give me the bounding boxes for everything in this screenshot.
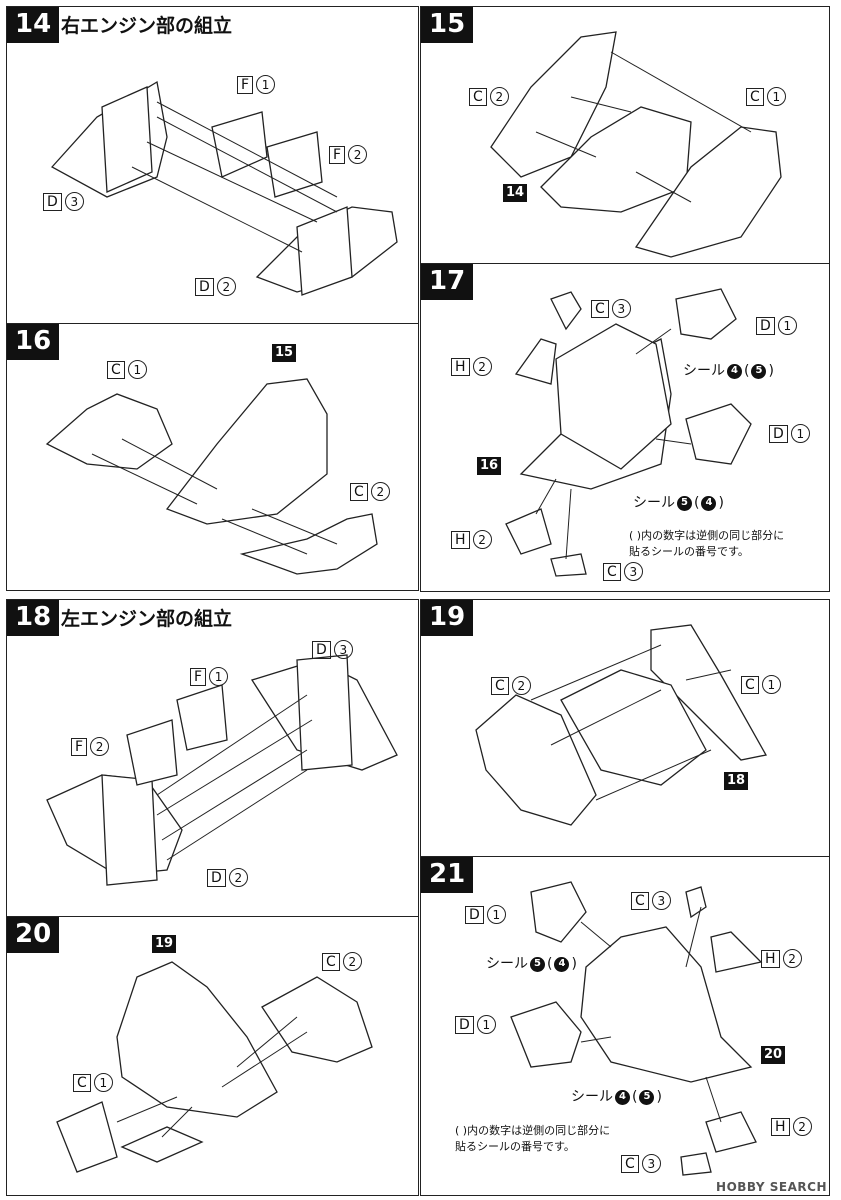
step-15-number: 15 <box>421 7 474 43</box>
step-20-ref: 19 <box>152 935 177 953</box>
step-21-number: 21 <box>421 857 474 893</box>
step-17-note: ( )内の数字は逆側の同じ部分に貼るシールの番号です。 <box>629 529 785 558</box>
step-21-note: ( )内の数字は逆側の同じ部分に貼るシールの番号です。 <box>455 1124 611 1153</box>
step-15-ref: 14 <box>503 184 528 202</box>
step-20-illustration <box>56 961 373 1173</box>
step-18-number: 18 <box>7 600 60 636</box>
step-14-illustration <box>50 80 398 296</box>
step-19-ref: 18 <box>724 772 749 790</box>
step-17-illustration <box>505 288 752 577</box>
step-17-ref: 16 <box>477 457 502 475</box>
step-21-ref: 20 <box>761 1046 786 1064</box>
step-17-number: 17 <box>421 264 474 300</box>
step-21-illustration <box>510 881 763 1176</box>
step-18-title: 左エンジン部の組立 <box>61 608 233 630</box>
step-16-illustration <box>45 378 378 575</box>
step-18-illustration <box>46 654 398 886</box>
step-19-number: 19 <box>421 600 474 636</box>
watermark: HOBBY SEARCH <box>716 1180 827 1194</box>
step-16-ref: 15 <box>272 344 297 362</box>
step-15-illustration <box>490 31 782 258</box>
step-14-number: 14 <box>7 7 60 43</box>
step-16-number: 16 <box>7 324 60 360</box>
step-20-number: 20 <box>7 917 60 953</box>
step-14-title: 右エンジン部の組立 <box>61 15 233 37</box>
step-19-illustration <box>475 624 768 826</box>
